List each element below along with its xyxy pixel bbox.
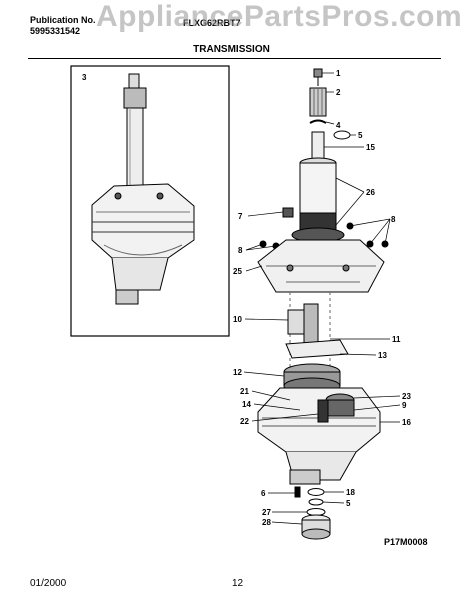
callout-7: 7 xyxy=(238,212,243,221)
callout-2: 2 xyxy=(336,88,341,97)
callout-10: 10 xyxy=(233,315,242,324)
footer-date: 01/2000 xyxy=(30,578,67,589)
part-washer xyxy=(333,130,351,140)
callout-5-bottom: 5 xyxy=(346,499,351,508)
callout-11: 11 xyxy=(392,335,401,344)
exploded-parts xyxy=(257,68,389,540)
callout-8-left: 8 xyxy=(238,246,243,255)
callout-1: 1 xyxy=(336,69,341,78)
callout-14: 14 xyxy=(242,400,251,409)
publication-number: 5995331542 xyxy=(30,26,81,36)
part-cap xyxy=(282,207,294,218)
callout-25: 25 xyxy=(233,267,242,276)
callout-12: 12 xyxy=(233,368,242,377)
inset-label: 3 xyxy=(82,73,87,82)
callout-26: 26 xyxy=(366,188,375,197)
callout-18: 18 xyxy=(346,488,355,497)
callout-13: 13 xyxy=(378,351,387,360)
figure-code: P17M0008 xyxy=(384,537,428,547)
callout-15: 15 xyxy=(366,143,375,152)
callout-5-top: 5 xyxy=(358,131,363,140)
watermark: AppliancePartsPros.com xyxy=(96,0,463,33)
footer-page-number: 12 xyxy=(232,578,244,589)
title-rule xyxy=(28,58,441,59)
callout-23: 23 xyxy=(402,392,411,401)
callout-8-right: 8 xyxy=(391,215,396,224)
part-bolt xyxy=(313,68,323,78)
leader-lines xyxy=(243,72,401,525)
publication-label: Publication No. xyxy=(30,15,96,25)
callout-9: 9 xyxy=(402,401,407,410)
page-title: TRANSMISSION xyxy=(193,44,270,55)
callout-22: 22 xyxy=(240,417,249,426)
model-number: FLXG62RBT7 xyxy=(183,18,241,28)
inset-box xyxy=(70,65,230,337)
callout-21: 21 xyxy=(240,387,249,396)
callout-27: 27 xyxy=(262,508,271,517)
callout-4: 4 xyxy=(336,121,341,130)
callout-28: 28 xyxy=(262,518,271,527)
callout-6: 6 xyxy=(261,489,266,498)
callout-16: 16 xyxy=(402,418,411,427)
inset-transmission-assembly xyxy=(91,73,195,305)
